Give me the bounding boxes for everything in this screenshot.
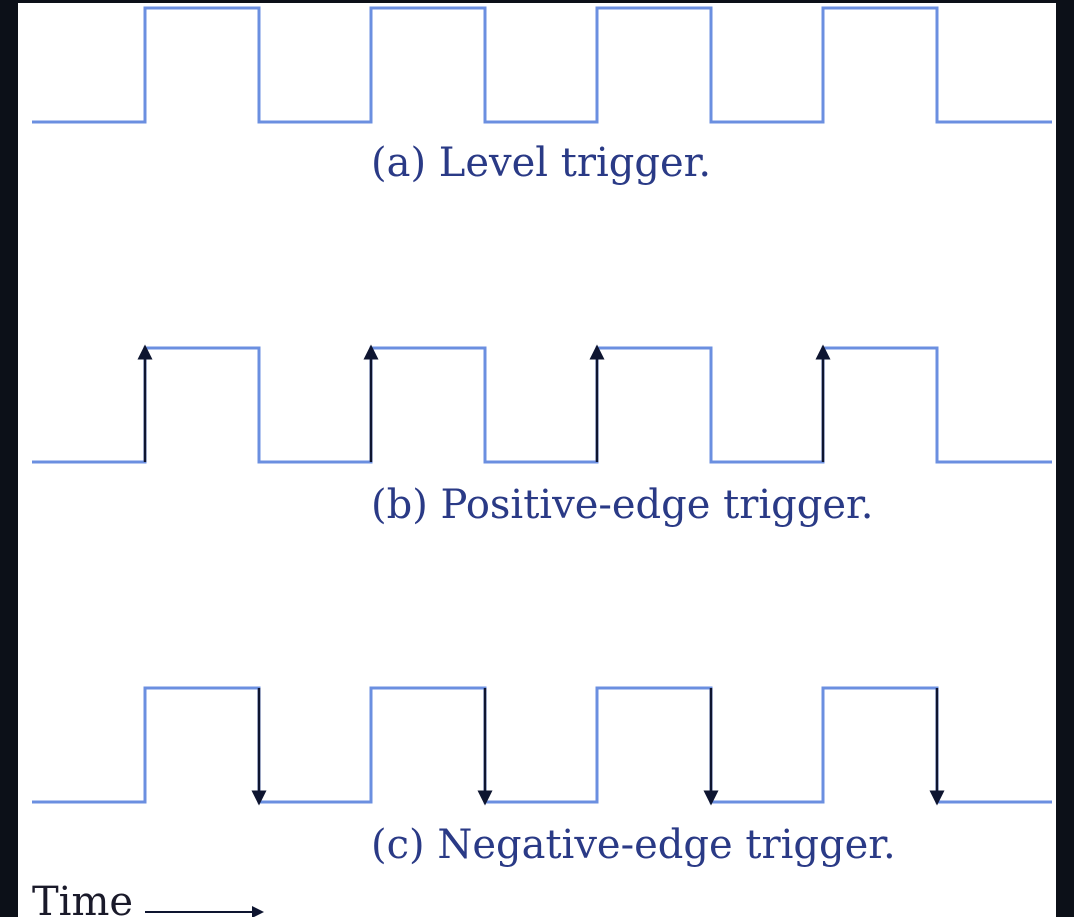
waveform-level — [32, 6, 1052, 124]
rising-edge-arrows — [137, 344, 831, 462]
time-label: Time — [32, 879, 133, 917]
waveform-negative-edge — [32, 686, 1052, 806]
positive-edge-signal — [32, 346, 1052, 464]
waveform-positive-edge — [32, 344, 1052, 464]
negative-edge-signal — [32, 686, 1052, 804]
falling-edge-arrows — [251, 688, 945, 806]
level-signal — [32, 6, 1052, 124]
caption-positive-edge: (b) Positive-edge trigger. — [371, 482, 873, 528]
diagram-panel — [18, 3, 1056, 917]
caption-level: (a) Level trigger. — [371, 140, 711, 186]
caption-negative-edge: (c) Negative-edge trigger. — [371, 822, 896, 868]
